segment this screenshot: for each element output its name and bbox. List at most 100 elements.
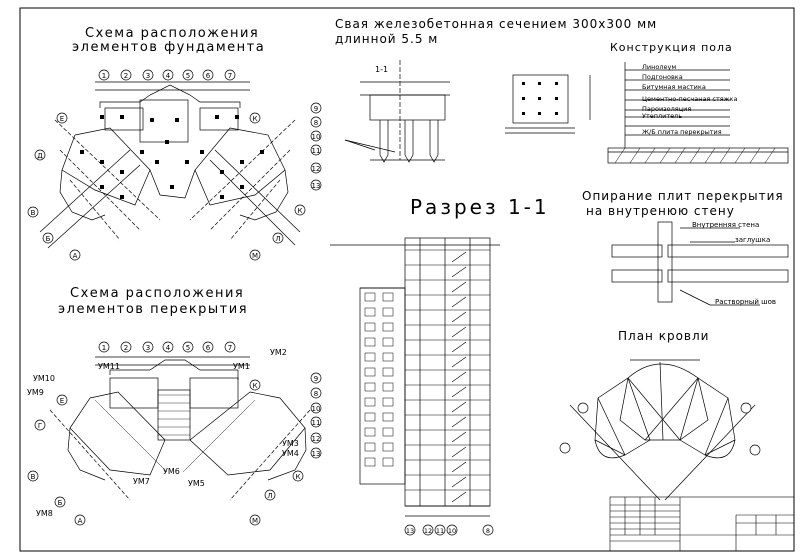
svg-text:11: 11 <box>312 147 321 155</box>
floor-layer-label: Подгоновка <box>642 73 683 81</box>
floor-layer-label: Линолеум <box>642 63 677 71</box>
pile-title-line2: длинной 5.5 м <box>335 32 439 46</box>
window <box>382 307 394 317</box>
support-detail <box>611 221 789 306</box>
svg-text:В: В <box>31 209 36 217</box>
window <box>364 397 376 407</box>
svg-text:11: 11 <box>312 419 321 427</box>
stair-flight <box>451 281 467 293</box>
stair-flight <box>451 446 467 458</box>
window <box>364 457 376 467</box>
svg-text:А: А <box>78 517 83 525</box>
roof-axis-bubbles <box>559 402 761 456</box>
svg-text:Е: Е <box>60 397 64 405</box>
foundation-plan <box>39 81 301 249</box>
support-seam-label: Растворный шов <box>715 298 776 306</box>
slab-mark-um5: УМ5 <box>188 479 205 488</box>
stair-flight <box>451 476 467 488</box>
svg-text:Д: Д <box>37 152 43 160</box>
svg-text:13: 13 <box>312 450 321 458</box>
floor-layer-label: Утеплитель <box>642 112 683 120</box>
svg-text:Г: Г <box>38 422 42 430</box>
window <box>364 442 376 452</box>
slab-mark-um7: УМ7 <box>133 477 150 486</box>
svg-text:12: 12 <box>424 527 432 535</box>
window <box>382 367 394 377</box>
support-wall-label: Внутренняя стена <box>692 221 760 229</box>
window <box>382 427 394 437</box>
window <box>382 337 394 347</box>
window <box>364 427 376 437</box>
slab-mark-um11: УМ11 <box>98 362 120 371</box>
svg-text:12: 12 <box>312 165 321 173</box>
stair-flight <box>451 371 467 383</box>
window <box>364 352 376 362</box>
window <box>382 442 394 452</box>
floor-layer-label: Битумная мастика <box>642 83 706 91</box>
foundation-axis-bubbles <box>27 69 322 261</box>
slab-mark-um8: УМ8 <box>36 509 53 518</box>
svg-text:6: 6 <box>206 344 211 352</box>
svg-text:5: 5 <box>186 344 190 352</box>
slab-mark-um1: УМ1 <box>233 362 250 371</box>
svg-text:К: К <box>253 115 258 123</box>
svg-text:Б: Б <box>46 235 51 243</box>
svg-text:13: 13 <box>406 527 414 535</box>
foundation-piles <box>80 115 264 199</box>
svg-text:К: К <box>296 473 301 481</box>
floor-layer-label: Пароизоляция <box>642 105 692 113</box>
floor-title: Конструкция пола <box>610 41 733 54</box>
svg-text:1: 1 <box>102 72 106 80</box>
svg-text:13: 13 <box>312 182 321 190</box>
svg-text:6: 6 <box>206 72 211 80</box>
support-title-line2: на внутренюю стену <box>586 204 735 218</box>
svg-text:К: К <box>253 382 258 390</box>
window <box>382 412 394 422</box>
pile-title-line1: Свая железобетонная сечением 300x300 мм <box>335 17 658 31</box>
svg-text:12: 12 <box>312 435 321 443</box>
svg-text:Л: Л <box>267 492 272 500</box>
svg-text:2: 2 <box>124 72 128 80</box>
title-block <box>609 496 795 552</box>
svg-text:8: 8 <box>314 119 318 127</box>
stair-flight <box>451 386 467 398</box>
window <box>364 307 376 317</box>
stair-flight <box>451 326 467 338</box>
svg-text:Л: Л <box>275 235 280 243</box>
floor-construction <box>607 62 789 164</box>
window <box>364 337 376 347</box>
window <box>364 292 376 302</box>
window <box>382 382 394 392</box>
svg-text:3: 3 <box>146 344 150 352</box>
svg-text:Е: Е <box>60 115 64 123</box>
window <box>382 322 394 332</box>
slab-panel-line <box>182 453 202 473</box>
stair-flight <box>451 341 467 353</box>
svg-text:К: К <box>298 207 303 215</box>
floor-layer-label: Цементно-песчаная стяжка <box>642 95 738 103</box>
section-windows <box>364 292 394 467</box>
window <box>382 292 394 302</box>
slab-mark-um3: УМ3 <box>282 439 299 448</box>
window <box>364 412 376 422</box>
slab-plan <box>49 356 311 501</box>
foundation-title-line2: элементов фундамента <box>72 40 266 55</box>
slab-mark-um2: УМ2 <box>270 348 287 357</box>
pile-detail <box>344 60 591 163</box>
svg-text:1: 1 <box>102 344 106 352</box>
slab-panel-line <box>148 453 168 473</box>
section-1-1 <box>330 237 500 517</box>
svg-text:Б: Б <box>58 499 63 507</box>
window <box>382 352 394 362</box>
svg-text:М: М <box>252 252 258 260</box>
section-stairs <box>451 251 467 503</box>
stair-flight <box>451 356 467 368</box>
slab-title-line1: Схема расположения <box>70 286 245 301</box>
svg-text:10: 10 <box>448 527 456 535</box>
slab-mark-um6: УМ6 <box>163 467 180 476</box>
stair-flight <box>451 491 467 503</box>
roof-plan <box>569 359 756 501</box>
svg-text:В: В <box>31 473 36 481</box>
